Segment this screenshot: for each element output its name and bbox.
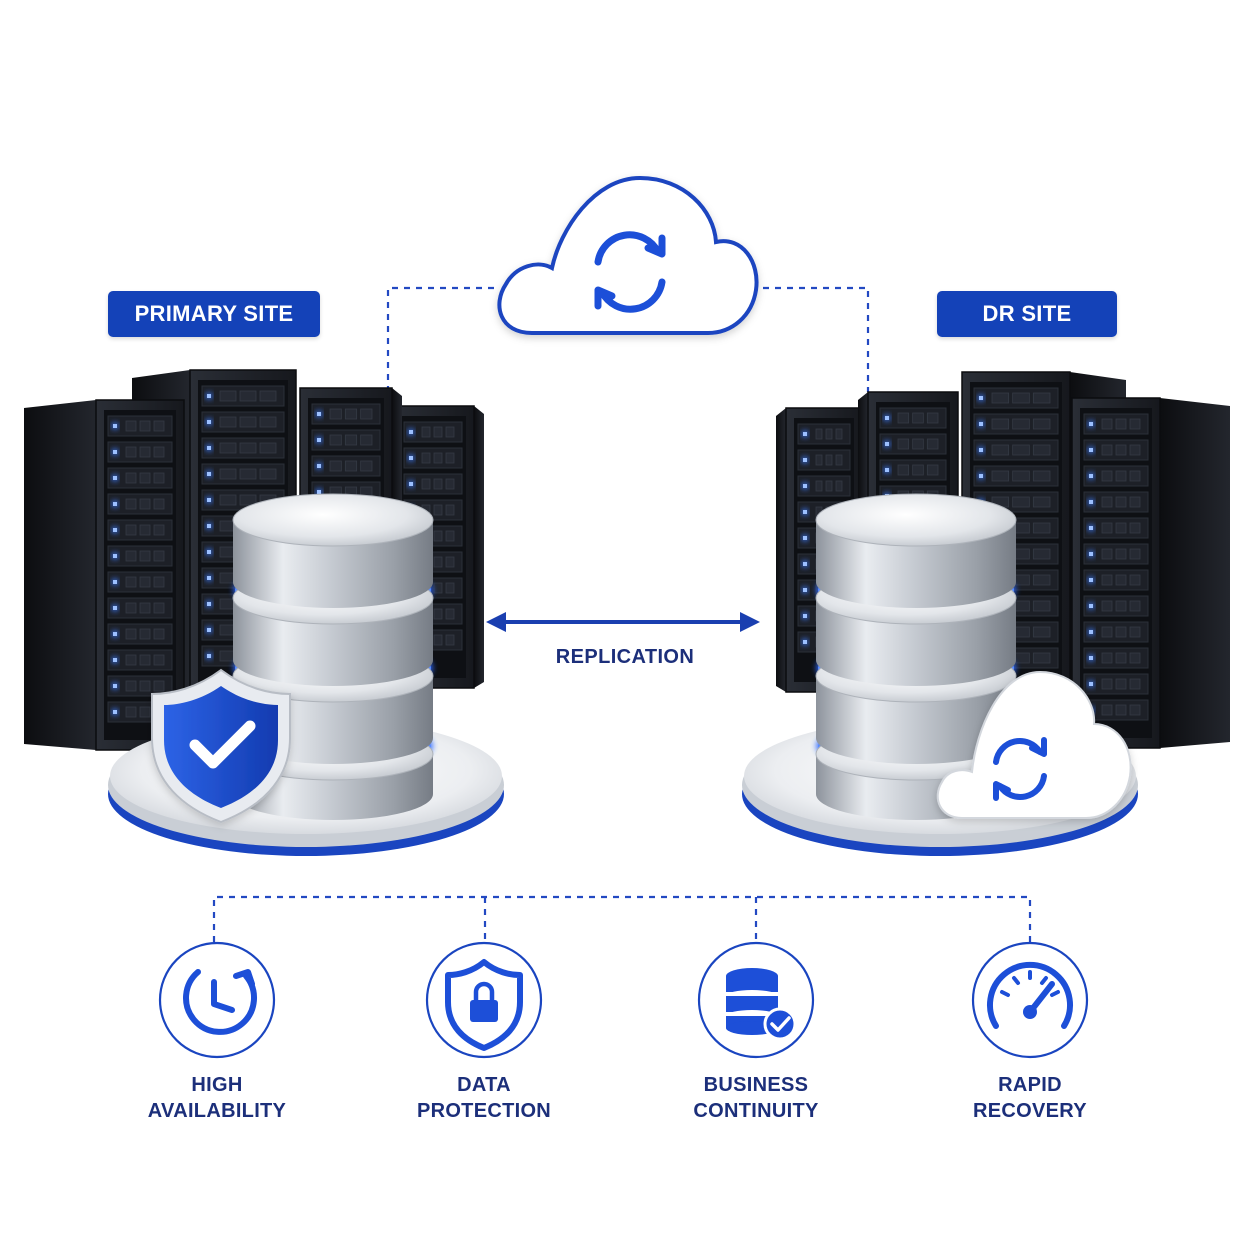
feature-label-line1: BUSINESS [703,1074,809,1096]
cloud-sync [497,175,759,335]
feature-label-line2: AVAILABILITY [147,1100,287,1122]
primary-site-label: PRIMARY SITE [108,291,320,337]
feature-label-line1: HIGH [191,1074,243,1096]
feature-label-line1: DATA [457,1074,511,1096]
feature-label-line1: RAPID [998,1074,1062,1096]
connector-cloud-dr [763,286,870,392]
database-check-icon [726,968,797,1041]
feature-label-business-continuity: BUSINESS CONTINUITY [646,1072,866,1124]
feature-label-high-availability: HIGH AVAILABILITY [107,1072,327,1124]
server-rack [1071,397,1230,749]
connector-lines [212,286,1032,942]
server-rack [24,399,185,751]
feature-label-data-protection: DATA PROTECTION [374,1072,594,1124]
dr-cloud-sync-icon [936,670,1132,819]
clock-icon [183,969,257,1035]
replication-label: REPLICATION [555,646,695,668]
cloud-icon [497,175,759,335]
connector-primary-cloud [386,286,496,392]
arrow-both-icon [486,612,760,632]
feature-label-line2: PROTECTION [416,1100,552,1122]
shield-check-icon [151,668,291,824]
sync-icon [594,231,666,313]
shield-lock-icon [445,959,523,1051]
speedometer-icon [987,962,1073,1029]
feature-label-line2: RECOVERY [973,1100,1087,1122]
feature-label-line2: CONTINUITY [693,1100,819,1122]
feature-icon-circles [158,941,1089,1059]
dr-site-label: DR SITE [937,291,1117,337]
feature-circle-4 [971,941,1089,1059]
feature-label-rapid-recovery: RAPID RECOVERY [920,1072,1140,1124]
connector-features-bar [212,895,1032,942]
